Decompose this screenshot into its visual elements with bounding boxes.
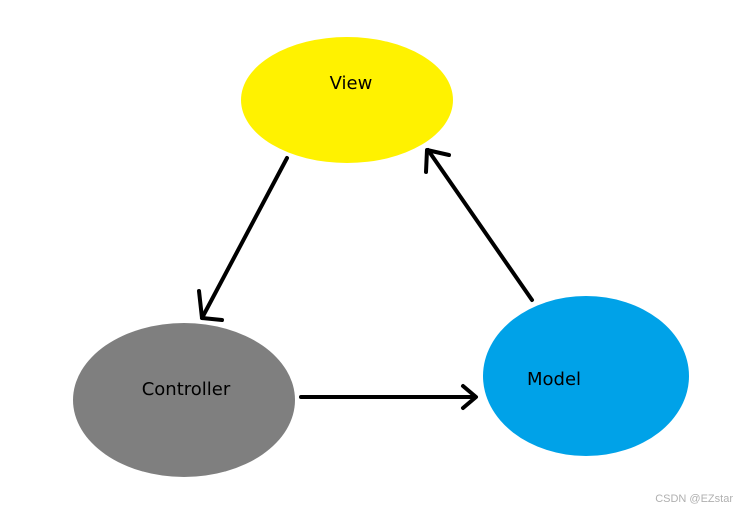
model-node [483, 296, 689, 456]
view-label: View [330, 73, 373, 94]
watermark: CSDN @EZstar [655, 493, 733, 505]
arrow-controller-to-model [299, 384, 478, 410]
arrow-view-to-controller [197, 156, 289, 322]
controller-node [73, 323, 295, 477]
view-node [241, 37, 453, 163]
arrow-model-to-view [424, 148, 534, 302]
controller-label: Controller [142, 379, 231, 400]
model-label: Model [527, 369, 581, 390]
